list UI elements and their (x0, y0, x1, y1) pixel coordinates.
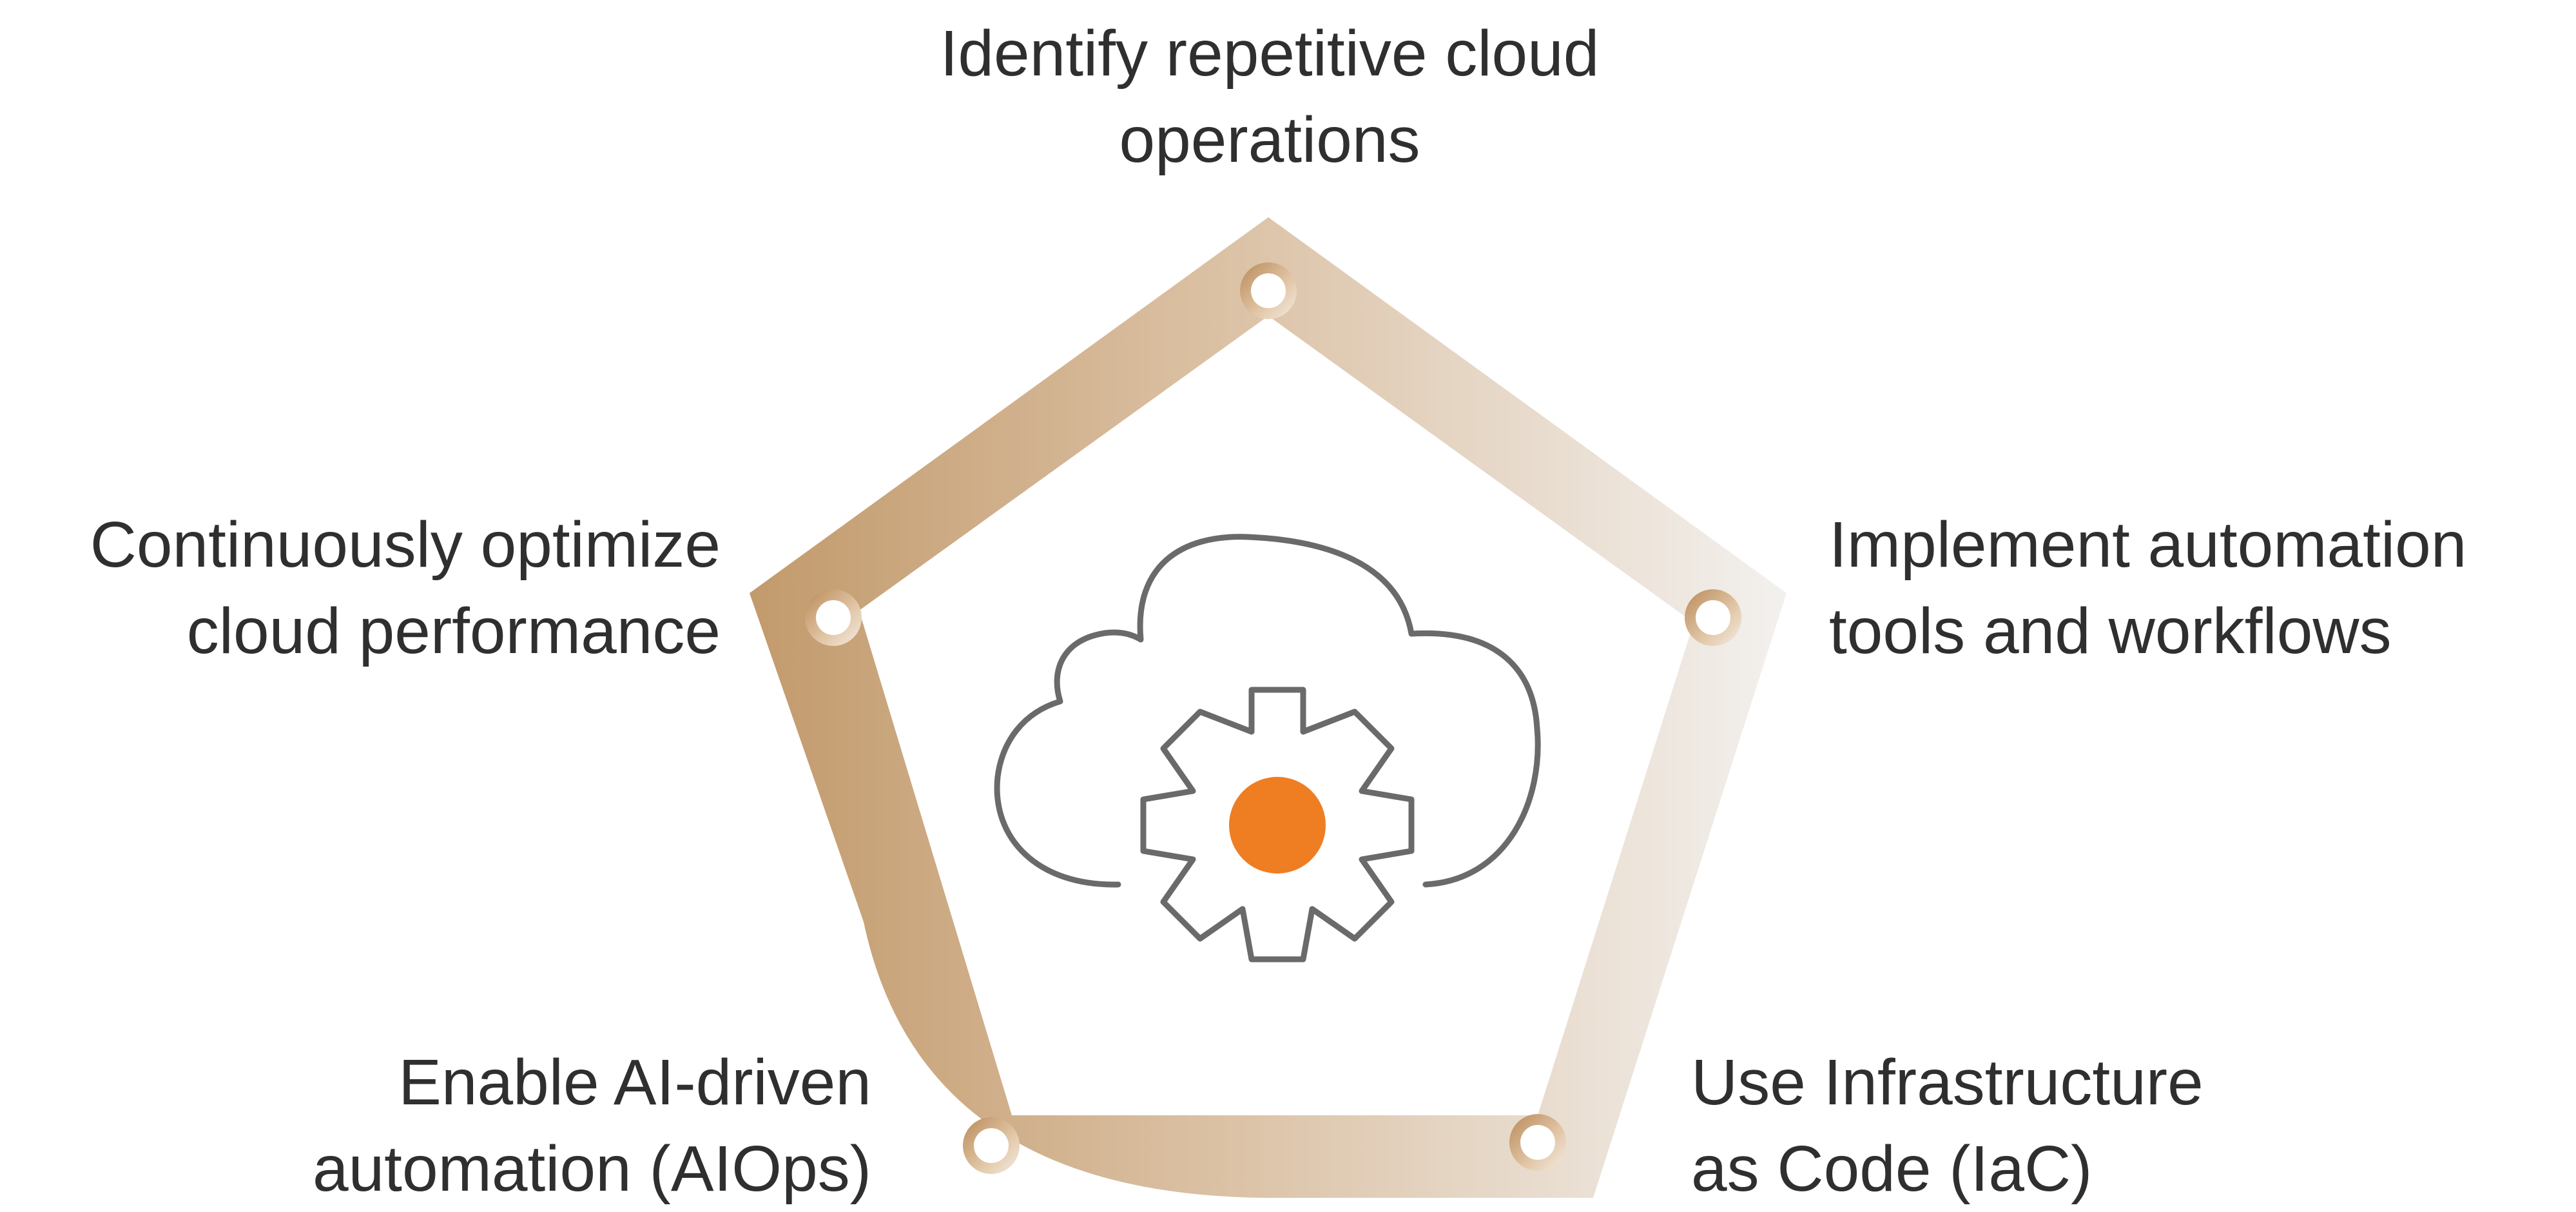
step-label-left: Continuously optimize cloud performance (0, 502, 721, 674)
step-label-line: automation (AIOps) (312, 1133, 871, 1205)
step-node-left (805, 589, 862, 646)
step-label-right: Implement automation tools and workflows (1829, 502, 2576, 674)
step-label-line: tools and workflows (1829, 595, 2392, 667)
cloud-gear-icon (994, 534, 1541, 963)
step-label-top: Identify repetitive cloud operations (773, 10, 1766, 183)
step-node-right (1685, 589, 1741, 646)
step-label-bottom-right: Use Infrastructure as Code (IaC) (1691, 1039, 2529, 1212)
step-label-line: Continuously optimize (90, 509, 721, 581)
step-label-line: Use Infrastructure (1691, 1046, 2203, 1119)
step-node-bottom-left (963, 1117, 1020, 1174)
step-label-bottom-left: Enable AI-driven automation (AIOps) (129, 1039, 871, 1212)
step-label-line: cloud performance (186, 595, 721, 667)
step-label-line: operations (1119, 104, 1420, 176)
pentagon-frame (750, 217, 1787, 1198)
cloud-outline-icon (994, 534, 1541, 888)
accent-dot-icon (1229, 777, 1326, 874)
step-label-line: as Code (IaC) (1691, 1133, 2093, 1205)
step-label-line: Implement automation (1829, 509, 2467, 581)
step-node-top (1240, 262, 1297, 319)
step-label-line: Enable AI-driven (398, 1046, 871, 1119)
step-label-line: Identify repetitive cloud (940, 17, 1600, 90)
step-node-bottom-right (1509, 1114, 1566, 1171)
